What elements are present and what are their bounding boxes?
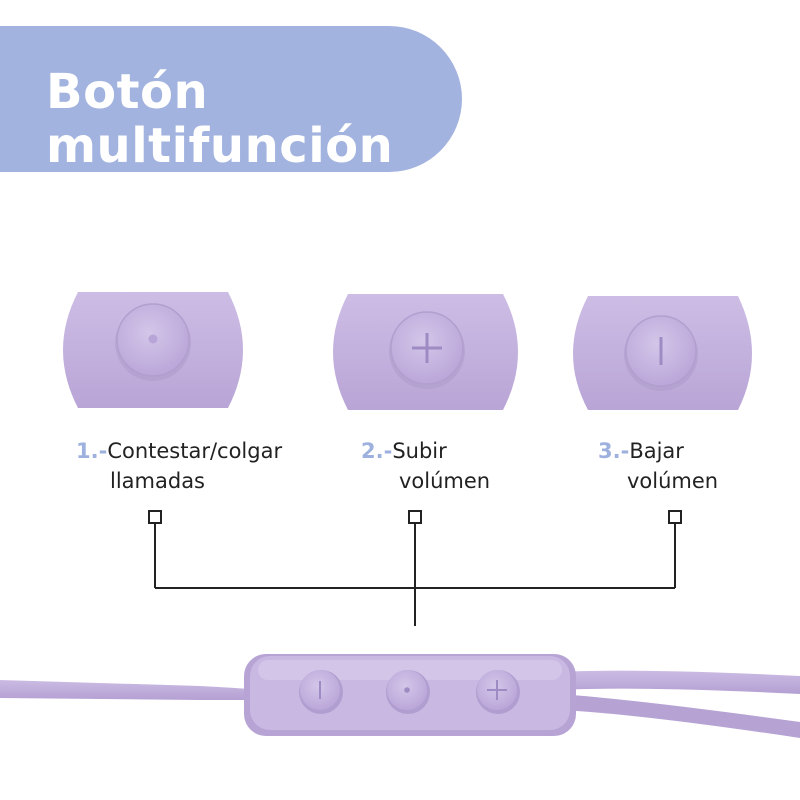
- function-number-3: 3.-: [598, 439, 630, 463]
- remote-button-volume-up: [476, 670, 520, 714]
- title-line-1: Botón: [46, 64, 209, 120]
- dot-icon: [404, 687, 410, 693]
- button-closeup-volume-up: [333, 294, 518, 410]
- connector-marker-3: [668, 510, 682, 524]
- remote-button-volume-down: [299, 670, 343, 714]
- function-label-3-line2: volúmen: [627, 466, 718, 496]
- connector-marker-1: [148, 510, 162, 524]
- function-label-1-line2: llamadas: [110, 466, 205, 496]
- function-number-2: 2.-: [361, 439, 393, 463]
- earphone-cable: [0, 670, 800, 738]
- function-text-2-line2: volúmen: [399, 469, 491, 493]
- button-closeup-answer: [63, 292, 243, 408]
- inline-remote: [244, 654, 576, 736]
- function-label-3: 3.-Bajar: [598, 436, 684, 466]
- function-text-1-line1: Contestar/colgar: [107, 439, 283, 463]
- title-line-2: multifunción: [46, 118, 394, 174]
- function-text-3-line2: volúmen: [627, 469, 719, 493]
- button-closeup-volume-down: [573, 296, 752, 410]
- plus-icon: [487, 680, 507, 700]
- dot-icon: [148, 334, 158, 344]
- function-number-1: 1.-: [76, 439, 108, 463]
- function-text-1-line2: llamadas: [110, 469, 206, 493]
- function-text-2-line1: Subir: [392, 439, 447, 463]
- remote-button-answer: [386, 670, 430, 714]
- connector-lines: [148, 510, 682, 626]
- title-banner: Botón multifunción: [0, 26, 462, 174]
- function-label-1: 1.-Contestar/colgar: [76, 436, 282, 466]
- plus-icon: [412, 333, 442, 363]
- function-label-2-line2: volúmen: [399, 466, 490, 496]
- function-text-3-line1: Bajar: [629, 439, 684, 463]
- connector-marker-2: [408, 510, 422, 524]
- function-label-2: 2.-Subir: [361, 436, 447, 466]
